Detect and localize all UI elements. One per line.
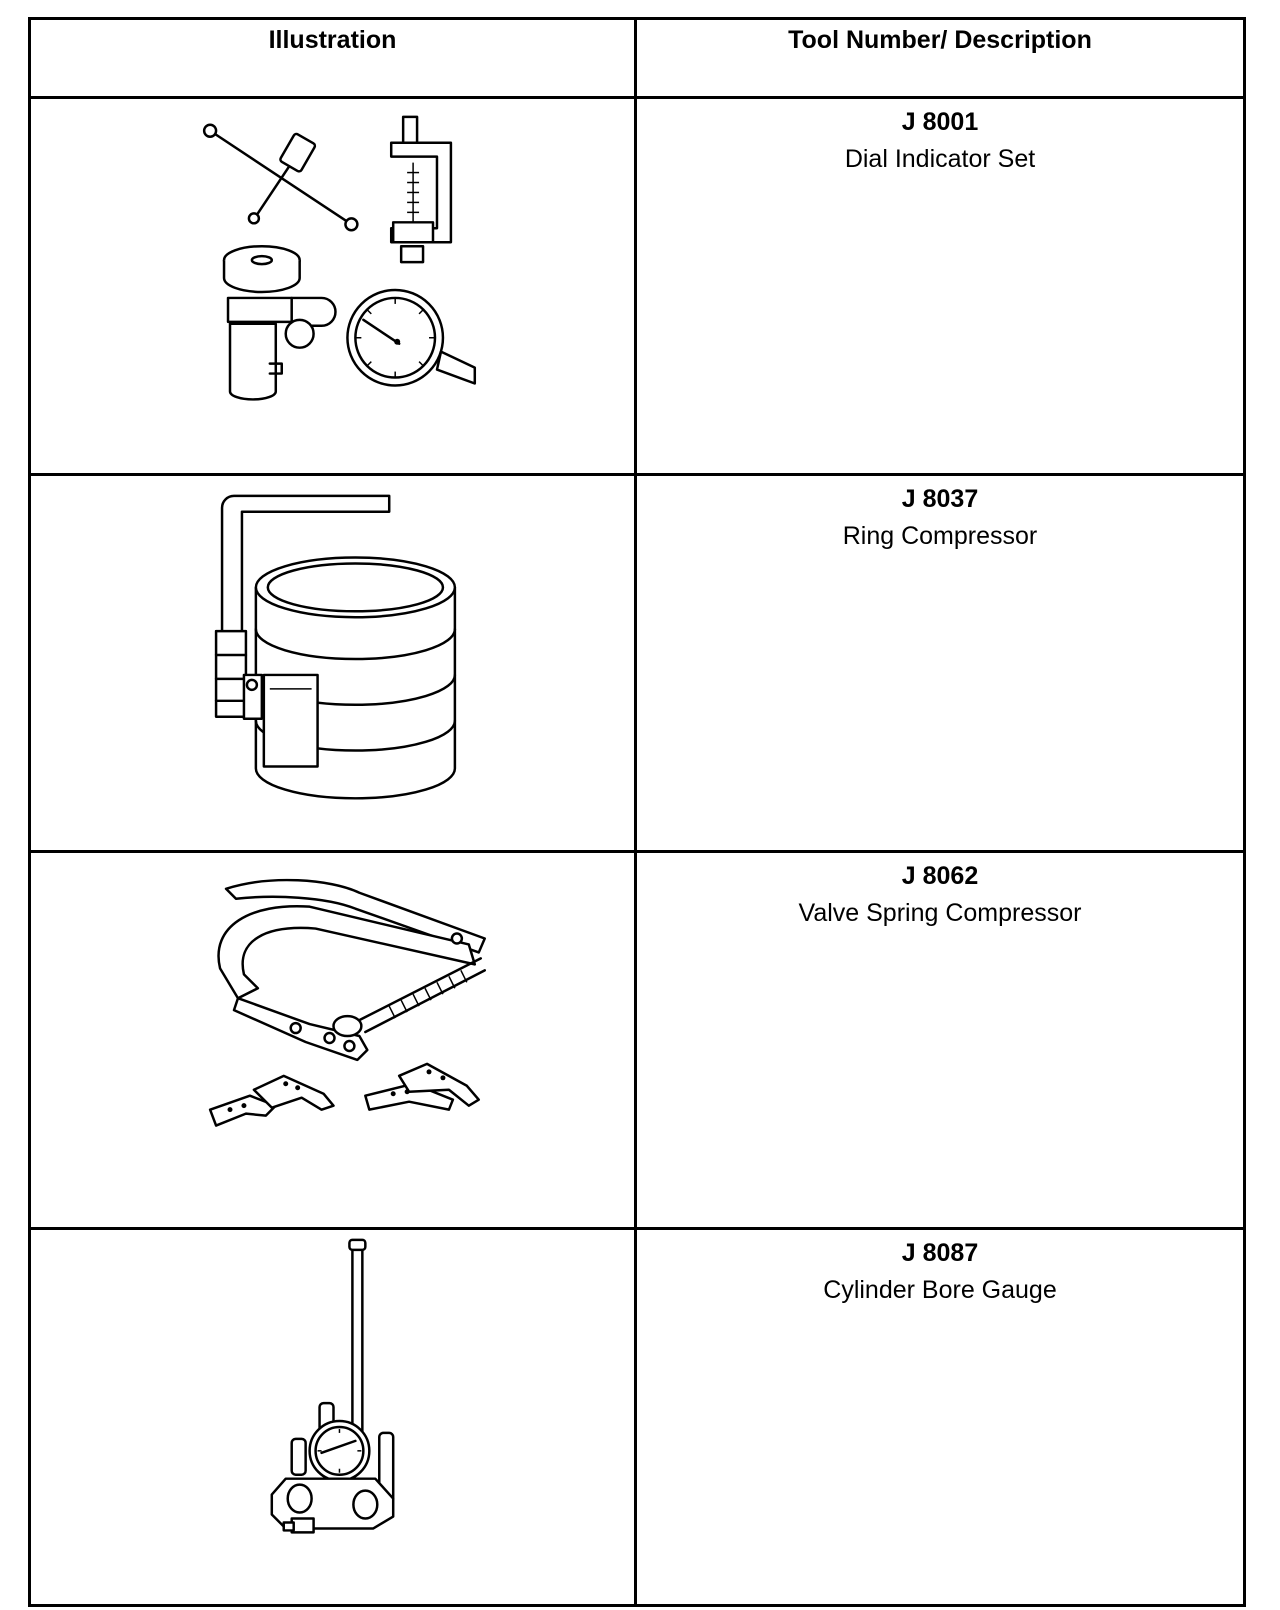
tool-description: Ring Compressor — [842, 522, 1038, 550]
illustration-cell — [28, 1227, 637, 1607]
tool-number: J 8037 — [901, 485, 979, 513]
table-row: J 8037 Ring Compressor — [28, 473, 1246, 853]
table-header-row: Illustration Tool Number/ Description — [28, 17, 1246, 99]
ring-compressor-icon — [214, 494, 457, 800]
cylinder-bore-gauge-icon — [270, 1238, 395, 1534]
tool-number: J 8062 — [901, 862, 979, 890]
description-cell: J 8062 Valve Spring Compressor — [634, 850, 1246, 1230]
description-cell: J 8037 Ring Compressor — [634, 473, 1246, 853]
description-cell: J 8087 Cylinder Bore Gauge — [634, 1227, 1246, 1607]
tool-description: Valve Spring Compressor — [798, 899, 1082, 927]
illustration-cell — [28, 473, 637, 853]
table-row: J 8062 Valve Spring Compressor — [28, 850, 1246, 1230]
tool-number: J 8001 — [901, 108, 979, 136]
illustration-cell — [28, 96, 637, 476]
tool-description: Dial Indicator Set — [844, 145, 1036, 173]
tool-description: Cylinder Bore Gauge — [823, 1276, 1057, 1304]
tool-number: J 8087 — [901, 1239, 979, 1267]
tool-table: Illustration Tool Number/ Description — [28, 17, 1246, 1607]
valve-spring-compressor-icon — [208, 878, 486, 1127]
header-tool-number-description: Tool Number/ Description — [634, 17, 1246, 99]
header-illustration: Illustration — [28, 17, 637, 99]
illustration-cell — [28, 850, 637, 1230]
table-row: J 8001 Dial Indicator Set — [28, 96, 1246, 476]
dial-indicator-set-icon — [202, 115, 477, 401]
description-cell: J 8001 Dial Indicator Set — [634, 96, 1246, 476]
table-row: J 8087 Cylinder Bore Gauge — [28, 1227, 1246, 1607]
